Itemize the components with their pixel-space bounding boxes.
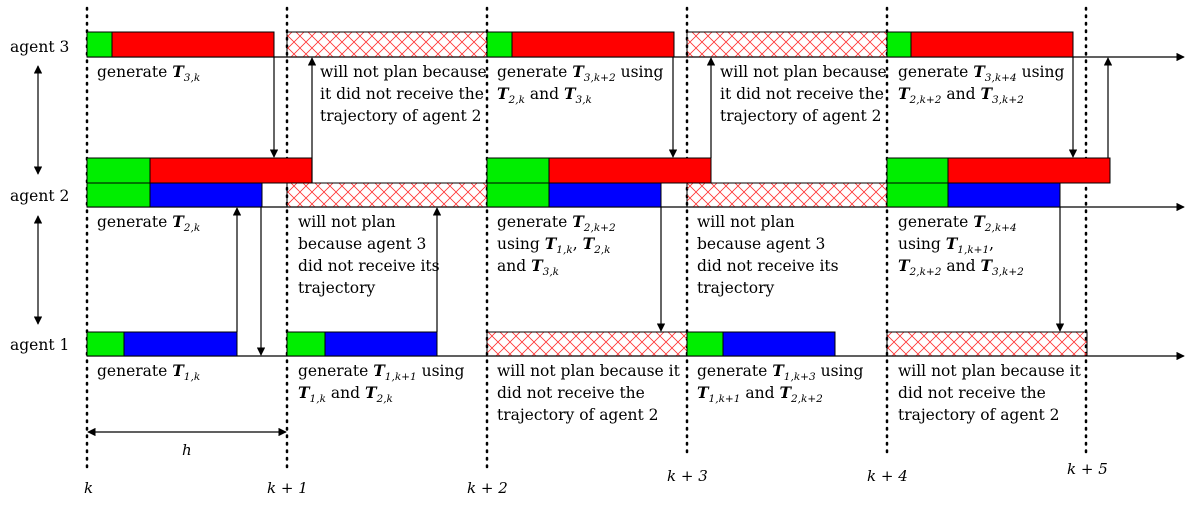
agent-label-3: agent 3 bbox=[10, 38, 69, 56]
caption-a1-gen-k: generate T1,k bbox=[97, 361, 200, 383]
bar-hatch bbox=[486, 331, 688, 357]
bar-red bbox=[111, 31, 275, 58]
svg-text:it did not receive the: it did not receive the bbox=[720, 85, 884, 103]
bar-blue bbox=[947, 182, 1061, 208]
tick-k5: k + 5 bbox=[1067, 460, 1108, 478]
bar-hatch bbox=[886, 331, 1088, 357]
svg-text:trajectory of agent 2: trajectory of agent 2 bbox=[898, 406, 1060, 424]
svg-text:will not plan: will not plan bbox=[697, 213, 795, 231]
tick-k1: k + 1 bbox=[267, 479, 308, 497]
svg-text:did not receive its: did not receive its bbox=[697, 257, 839, 275]
svg-text:trajectory: trajectory bbox=[298, 279, 376, 297]
bar-green bbox=[486, 31, 513, 58]
svg-text:generate T3,k+4 using: generate T3,k+4 using bbox=[898, 62, 1064, 84]
svg-text:did not receive its: did not receive its bbox=[298, 257, 440, 275]
bar-green bbox=[686, 331, 724, 357]
time-gridlines bbox=[85, 6, 1088, 474]
caption-a3-noplan-2: will not plan because it did not receive… bbox=[720, 63, 887, 125]
svg-text:using T1,k, T2,k: using T1,k, T2,k bbox=[497, 234, 611, 256]
communication-arrows bbox=[232, 57, 1113, 356]
caption-a1-gen-k3: generate T1,k+3 using T1,k+1 and T2,k+2 bbox=[697, 361, 863, 405]
svg-text:trajectory: trajectory bbox=[697, 279, 775, 297]
svg-text:will not plan because it: will not plan because it bbox=[898, 362, 1082, 380]
bar-blue bbox=[149, 182, 263, 208]
svg-text:will not plan because it: will not plan because it bbox=[497, 362, 681, 380]
agent2-bars bbox=[86, 157, 1111, 208]
svg-text:will not plan because: will not plan because bbox=[320, 63, 487, 81]
caption-a3-gen-k4: generate T3,k+4 using T2,k+2 and T3,k+2 bbox=[898, 62, 1064, 106]
agent-label-1: agent 1 bbox=[10, 336, 69, 354]
caption-a3-gen-k: generate T3,k bbox=[97, 62, 200, 84]
bar-blue bbox=[722, 331, 836, 357]
svg-text:trajectory of agent 2: trajectory of agent 2 bbox=[320, 107, 482, 125]
bar-blue bbox=[548, 182, 662, 208]
svg-text:did not receive the: did not receive the bbox=[497, 384, 645, 402]
tick-k4: k + 4 bbox=[867, 467, 908, 485]
agent1-bars bbox=[86, 331, 1088, 357]
bar-hatch bbox=[686, 31, 888, 58]
svg-text:will not plan because: will not plan because bbox=[720, 63, 887, 81]
svg-text:generate T2,k+2: generate T2,k+2 bbox=[497, 212, 616, 234]
svg-text:did not receive the: did not receive the bbox=[898, 384, 1046, 402]
bar-hatch bbox=[286, 31, 488, 58]
bar-red bbox=[910, 31, 1074, 58]
bar-green bbox=[86, 157, 151, 184]
svg-text:it did not receive the: it did not receive the bbox=[320, 85, 484, 103]
svg-text:generate T2,k+4: generate T2,k+4 bbox=[898, 212, 1017, 234]
bar-hatch bbox=[286, 182, 488, 208]
bar-blue bbox=[324, 331, 438, 357]
svg-text:T1,k and T2,k: T1,k and T2,k bbox=[298, 383, 393, 405]
bar-green bbox=[86, 331, 125, 357]
tick-k: k bbox=[84, 479, 93, 497]
bar-green bbox=[886, 182, 949, 208]
caption-a2-gen-k2: generate T2,k+2 using T1,k, T2,k and T3,… bbox=[497, 212, 616, 278]
bar-red bbox=[511, 31, 675, 58]
svg-text:generate T1,k+1 using: generate T1,k+1 using bbox=[298, 361, 464, 383]
svg-text:because agent 3: because agent 3 bbox=[697, 235, 825, 253]
bar-blue bbox=[123, 331, 238, 357]
caption-a3-noplan: will not plan because it did not receive… bbox=[320, 63, 487, 125]
svg-text:using T1,k+1,: using T1,k+1, bbox=[898, 234, 994, 256]
caption-a1-noplan-2: will not plan because it did not receive… bbox=[898, 362, 1082, 424]
bar-red bbox=[149, 157, 313, 184]
tick-k2: k + 2 bbox=[467, 479, 508, 497]
bar-hatch bbox=[686, 182, 888, 208]
bar-green bbox=[886, 157, 949, 184]
svg-text:and T3,k: and T3,k bbox=[497, 256, 559, 278]
bar-red bbox=[548, 157, 712, 184]
svg-text:generate T3,k+2 using: generate T3,k+2 using bbox=[497, 62, 663, 84]
bar-green bbox=[886, 31, 912, 58]
bar-green bbox=[86, 31, 113, 58]
caption-a1-noplan: will not plan because it did not receive… bbox=[497, 362, 681, 424]
caption-a2-noplan-2: will not plan because agent 3 did not re… bbox=[697, 213, 839, 297]
caption-a2-gen-k: generate T2,k bbox=[97, 212, 200, 234]
interval-label: h bbox=[182, 441, 192, 459]
tick-k3: k + 3 bbox=[667, 467, 708, 485]
svg-text:will not plan: will not plan bbox=[298, 213, 396, 231]
svg-text:T2,k+2 and T3,k+2: T2,k+2 and T3,k+2 bbox=[898, 256, 1024, 278]
caption-a1-gen-k1: generate T1,k+1 using T1,k and T2,k bbox=[298, 361, 464, 405]
svg-text:T2,k and T3,k: T2,k and T3,k bbox=[497, 84, 592, 106]
svg-text:T1,k+1 and T2,k+2: T1,k+1 and T2,k+2 bbox=[697, 383, 823, 405]
caption-a2-noplan: will not plan because agent 3 did not re… bbox=[298, 213, 440, 297]
agent-label-2: agent 2 bbox=[10, 187, 69, 205]
svg-text:generate T1,k+3 using: generate T1,k+3 using bbox=[697, 361, 863, 383]
bar-red bbox=[947, 157, 1111, 184]
bar-green bbox=[486, 182, 550, 208]
svg-text:trajectory of agent 2: trajectory of agent 2 bbox=[720, 107, 882, 125]
bar-green bbox=[286, 331, 326, 357]
caption-a2-gen-k4: generate T2,k+4 using T1,k+1, T2,k+2 and… bbox=[898, 212, 1024, 278]
bar-green bbox=[486, 157, 550, 184]
caption-a3-gen-k2: generate T3,k+2 using T2,k and T3,k bbox=[497, 62, 663, 106]
svg-text:trajectory of agent 2: trajectory of agent 2 bbox=[497, 406, 659, 424]
agent3-bars bbox=[86, 31, 1074, 58]
bar-green bbox=[86, 182, 151, 208]
svg-text:because agent 3: because agent 3 bbox=[298, 235, 426, 253]
svg-text:T2,k+2 and T3,k+2: T2,k+2 and T3,k+2 bbox=[898, 84, 1024, 106]
